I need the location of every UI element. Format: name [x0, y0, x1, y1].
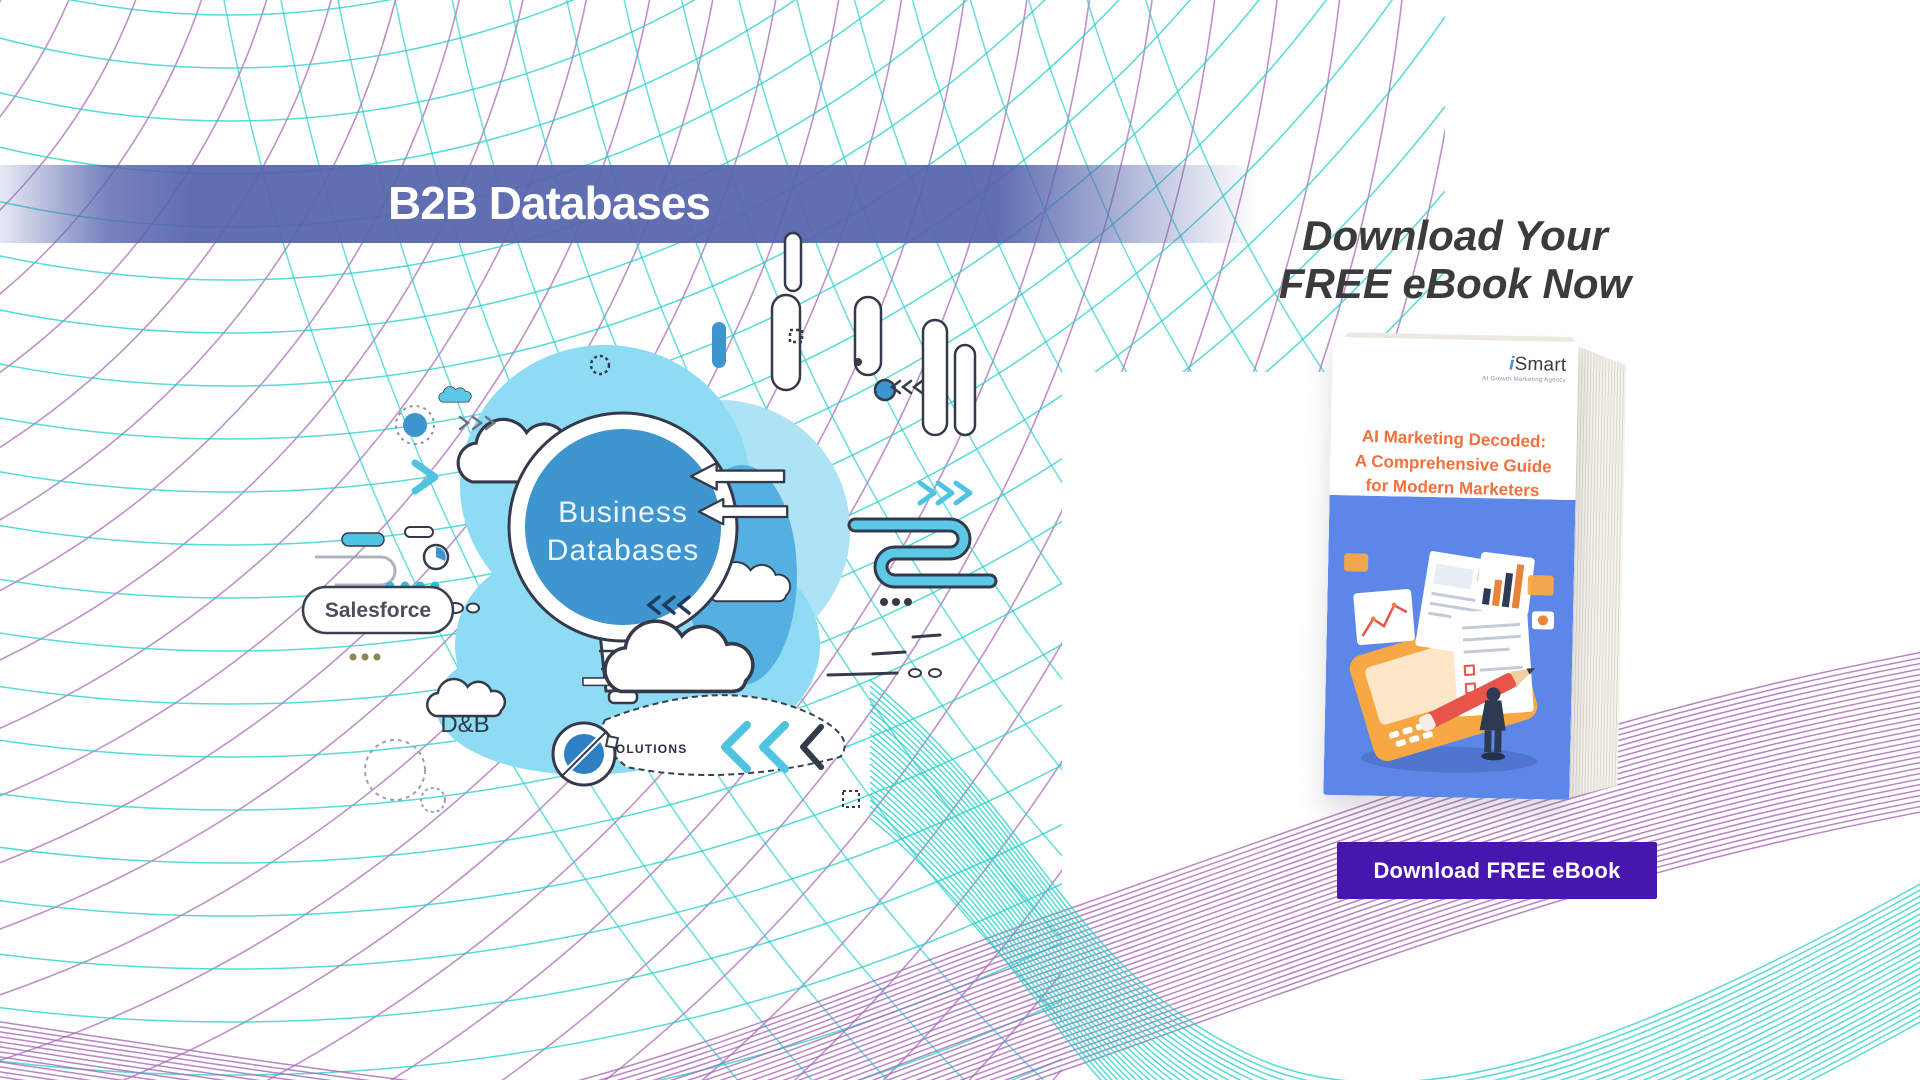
- ismart-logo: iSmart AI Growth Marketing Agency: [1482, 354, 1566, 384]
- book-front-cover: iSmart AI Growth Marketing Agency AI Mar…: [1323, 336, 1579, 800]
- solutions-group: SOLUTIONS: [551, 694, 846, 787]
- logo-rest: Smart: [1514, 353, 1567, 376]
- salesforce-label: Salesforce: [325, 599, 431, 622]
- banner-bar: B2B Databases: [0, 165, 1920, 243]
- dnb-cloud: D&B: [425, 677, 507, 738]
- paper-documents: [1415, 551, 1534, 717]
- offer-heading-line1: Download Your: [1302, 212, 1608, 259]
- cover-art-illustration: [1323, 494, 1576, 800]
- offer-heading-line2: FREE eBook Now: [1278, 259, 1632, 307]
- person-with-pencil: [1418, 668, 1536, 761]
- right-decor: [721, 379, 998, 808]
- decor-capsules: [589, 231, 977, 437]
- database-bulb: Business Databases: [507, 411, 739, 705]
- chevrons-in-circle: [646, 595, 691, 615]
- download-ebook-button[interactable]: Download FREE eBook: [1337, 842, 1657, 899]
- solutions-label: SOLUTIONS: [607, 742, 688, 756]
- purple-bottom-band: [0, 1021, 409, 1080]
- teal-chevron-icon: [411, 459, 439, 495]
- circle-label-line2: Databases: [547, 534, 699, 567]
- ebook-cover: iSmart AI Growth Marketing Agency AI Mar…: [1323, 337, 1631, 805]
- offer-heading: Download Your FREE eBook Now: [1252, 212, 1658, 308]
- logo-tagline: AI Growth Marketing Agency: [1482, 376, 1567, 384]
- chart-cards: [1344, 552, 1555, 646]
- teal-wave-band: [869, 679, 1920, 1080]
- banner-title: B2B Databases: [388, 177, 711, 229]
- business-databases-illustration: Business Databases: [301, 231, 998, 813]
- circle-label-line1: Business: [558, 496, 688, 529]
- cover-title: AI Marketing Decoded: A Comprehensive Gu…: [1329, 424, 1577, 506]
- salesforce-pill: Salesforce: [301, 585, 455, 635]
- left-decor: [315, 405, 497, 813]
- dnb-label: D&B: [440, 711, 489, 738]
